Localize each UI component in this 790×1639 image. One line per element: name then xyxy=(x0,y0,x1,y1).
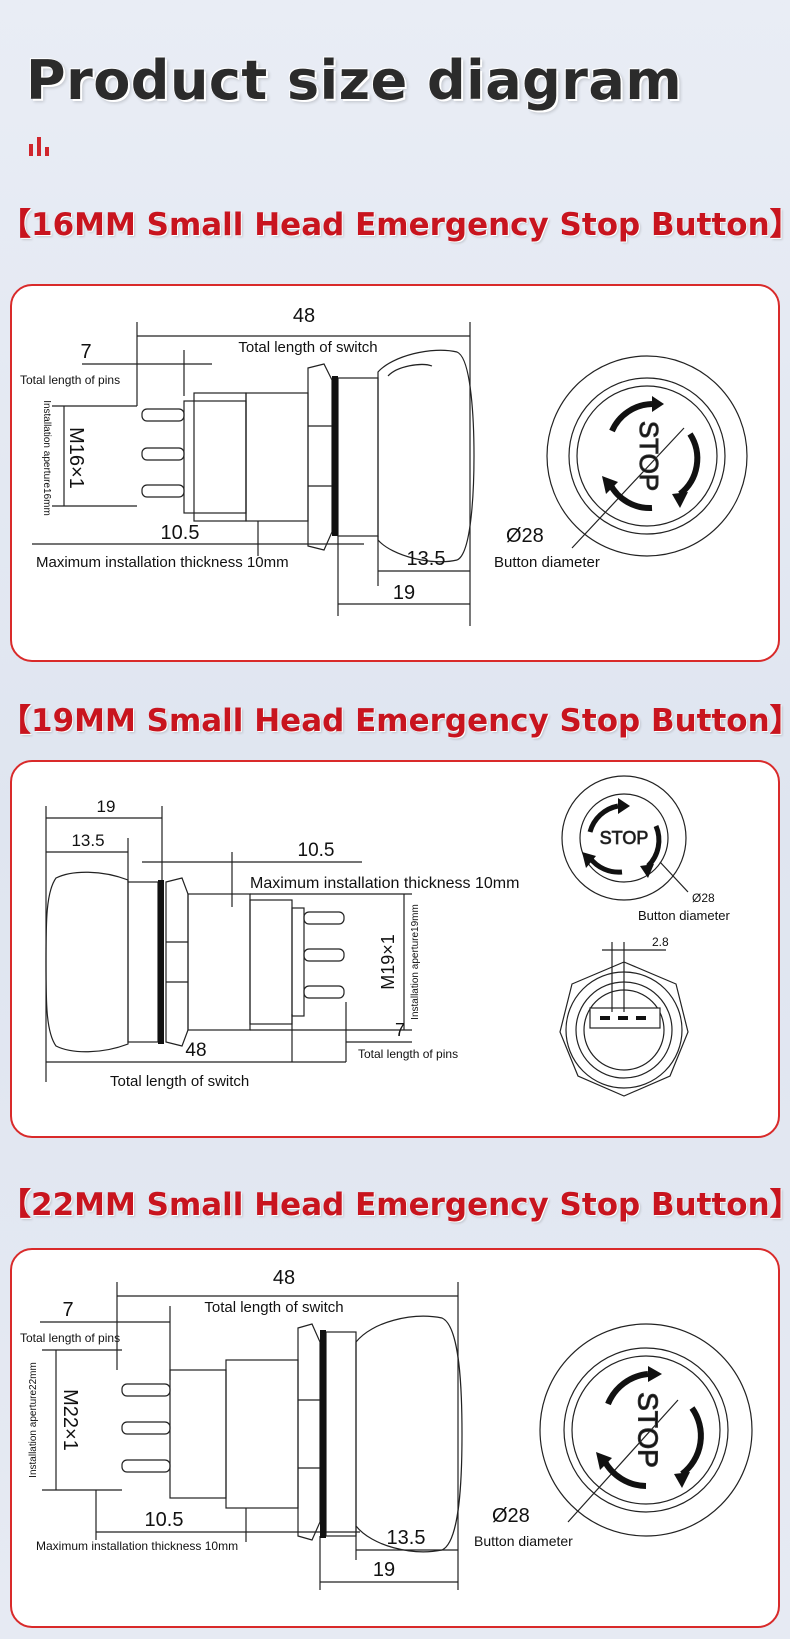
pins-length-label: Total length of pins xyxy=(358,1047,458,1061)
dim-total-length: 48 xyxy=(185,1040,206,1061)
stop-label: STOP xyxy=(633,1392,664,1468)
thickness-label: Maximum installation thickness 10mm xyxy=(36,1539,238,1553)
diagram-card-16mm: STOP 48 Total length of switch 7 Total l… xyxy=(10,284,780,662)
dim-thread: M19×1 xyxy=(378,934,398,990)
section-heading-16mm: 【16MM Small Head Emergency Stop Button】 xyxy=(0,207,790,243)
diameter-label: Button diameter xyxy=(494,554,600,571)
aperture-label: Installation aperture22mm xyxy=(28,1362,39,1478)
dim-head-a: 13.5 xyxy=(387,1527,426,1549)
dim-diameter: Ø28 xyxy=(692,891,715,905)
dimension-drawing-22mm: STOP 48 Total length of switch 7 Total l… xyxy=(20,1267,753,1590)
diameter-label: Button diameter xyxy=(474,1533,573,1549)
total-length-label: Total length of switch xyxy=(204,1299,343,1316)
section-heading-19mm: 【19MM Small Head Emergency Stop Button】 xyxy=(0,703,790,739)
thickness-label: Maximum installation thickness 10mm xyxy=(250,875,519,892)
section-heading-22mm: 【22MM Small Head Emergency Stop Button】 xyxy=(0,1187,790,1223)
dim-thickness: 10.5 xyxy=(161,522,200,544)
stop-label: STOP xyxy=(634,421,664,491)
diameter-label: Button diameter xyxy=(638,908,730,923)
dim-thickness: 10.5 xyxy=(298,840,335,861)
dim-pins-length: 7 xyxy=(395,1020,405,1040)
dim-pins-length: 7 xyxy=(62,1299,73,1321)
dim-head-a: 13.5 xyxy=(71,831,104,850)
pins-length-label: Total length of pins xyxy=(20,373,120,387)
page-title: Product size diagram xyxy=(26,49,683,112)
dim-head-b: 19 xyxy=(97,797,116,816)
dimension-drawing-16mm: STOP 48 Total length of switch 7 Total l… xyxy=(20,305,748,626)
diagram-card-19mm: STOP 19 13.5 10.5 Maximum installation t… xyxy=(10,760,780,1138)
diagram-card-22mm: STOP 48 Total length of switch 7 Total l… xyxy=(10,1248,780,1628)
dim-thread: M16×1 xyxy=(65,427,87,489)
pins-length-label: Total length of pins xyxy=(20,1331,120,1345)
dim-head-a: 13.5 xyxy=(407,548,446,570)
stop-label: STOP xyxy=(600,828,649,848)
dim-diameter: Ø28 xyxy=(506,525,544,547)
dim-pin-width: 2.8 xyxy=(652,935,669,949)
total-length-label: Total length of switch xyxy=(238,339,377,356)
dim-head-b: 19 xyxy=(393,582,415,604)
dim-diameter: Ø28 xyxy=(492,1505,530,1527)
aperture-label: Installation aperture19mm xyxy=(410,904,421,1020)
thickness-label: Maximum installation thickness 10mm xyxy=(36,554,289,571)
aperture-label: Installation aperture16mm xyxy=(41,400,52,516)
dim-thread: M22×1 xyxy=(59,1389,81,1451)
bar-chart-icon xyxy=(29,137,49,156)
dim-total-length: 48 xyxy=(273,1267,295,1289)
dim-pins-length: 7 xyxy=(80,341,91,363)
dim-head-b: 19 xyxy=(373,1559,395,1581)
dim-thickness: 10.5 xyxy=(145,1509,184,1531)
dim-total-length: 48 xyxy=(293,305,315,327)
total-length-label: Total length of switch xyxy=(110,1073,249,1090)
dimension-drawing-19mm: STOP 19 13.5 10.5 Maximum installation t… xyxy=(45,775,730,1097)
